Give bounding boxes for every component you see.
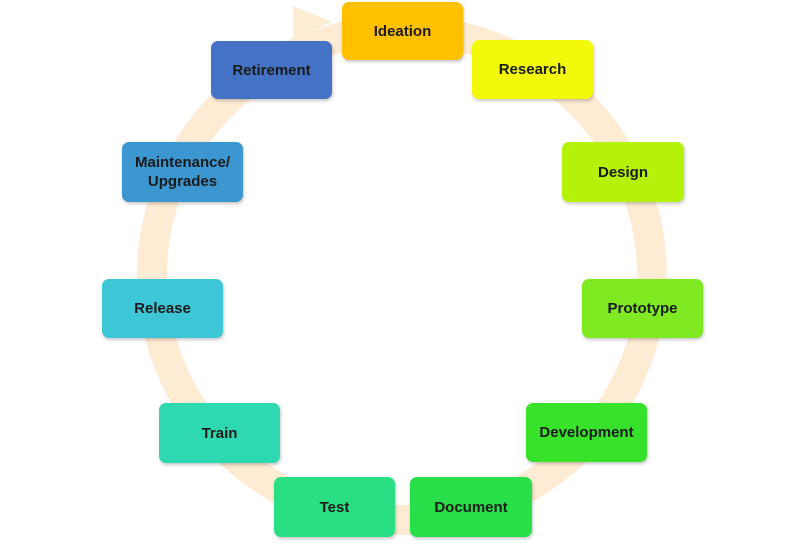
- stage-design: Design: [562, 142, 684, 202]
- stage-document: Document: [410, 477, 532, 537]
- stage-test: Test: [274, 477, 395, 537]
- stage-ideation: Ideation: [342, 2, 463, 60]
- cycle-arrow-head: [293, 6, 332, 38]
- stage-development: Development: [526, 403, 647, 462]
- stage-retirement: Retirement: [211, 41, 332, 99]
- stage-maintenance-upgrades: Maintenance/ Upgrades: [122, 142, 243, 202]
- stage-train: Train: [159, 403, 280, 463]
- stage-release: Release: [102, 279, 223, 338]
- stage-research: Research: [472, 40, 593, 99]
- stage-prototype: Prototype: [582, 279, 703, 338]
